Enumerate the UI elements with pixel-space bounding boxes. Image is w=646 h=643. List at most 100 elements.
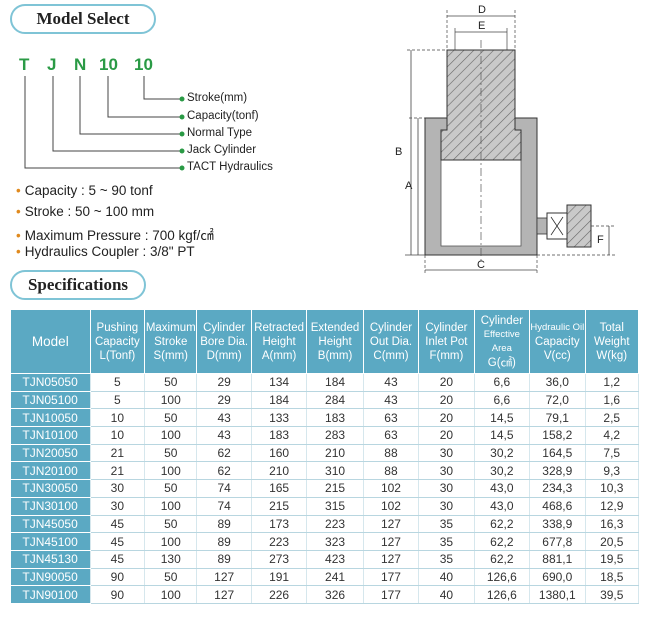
table-cell: 1,6: [585, 391, 639, 410]
table-cell: 29: [196, 373, 252, 392]
table-cell: 100: [144, 497, 198, 516]
table-cell: 74: [196, 497, 252, 516]
table-cell: 62: [196, 461, 252, 481]
column-header-line: D(mm): [206, 349, 242, 362]
table-cell: 19,5: [585, 550, 639, 569]
label-capacity: Capacity(tonf): [187, 110, 259, 122]
table-cell: 127: [196, 568, 252, 587]
table-cell: 20: [418, 391, 475, 410]
table-cell: 20: [418, 373, 475, 392]
dim-label-d: D: [478, 4, 486, 16]
column-header: Model: [10, 309, 91, 374]
table-cell: 74: [196, 479, 252, 498]
table-cell: 310: [306, 461, 364, 481]
table-cell: 100: [144, 585, 198, 604]
model-cell: TJN45050: [10, 515, 91, 534]
table-cell: 1380,1: [529, 585, 586, 604]
model-cell: TJN90050: [10, 568, 91, 587]
dim-label-c: C: [477, 259, 485, 271]
table-cell: 6,6: [474, 391, 531, 410]
model-cell: TJN20050: [10, 444, 91, 463]
model-cell: TJN90100: [10, 585, 91, 604]
column-header-line: V(cc): [543, 349, 571, 362]
table-cell: 160: [251, 444, 308, 463]
table-cell: 223: [251, 532, 308, 551]
table-cell: 30: [418, 444, 475, 463]
table-cell: 102: [363, 497, 420, 516]
column-header-line: B(mm): [317, 349, 353, 362]
table-cell: 177: [363, 568, 420, 587]
table-cell: 43: [363, 373, 420, 392]
table-cell: 283: [306, 426, 364, 445]
model-select-title: Model Select: [10, 4, 156, 34]
model-cell: TJN45130: [10, 550, 91, 569]
table-cell: 50: [144, 568, 198, 587]
model-cell: TJN45100: [10, 532, 91, 551]
column-header-line: Cylinder: [203, 321, 246, 334]
table-cell: 16,3: [585, 515, 639, 534]
dim-label-e: E: [478, 20, 485, 32]
table-cell: 234,3: [529, 479, 586, 498]
table-cell: 30: [418, 497, 475, 516]
feature-pressure-text: Maximum Pressure : 700 kgf/㎠: [24, 228, 214, 243]
code-letter-t: T: [19, 55, 30, 74]
label-stroke: Stroke(mm): [187, 92, 248, 104]
table-cell: 9,3: [585, 461, 639, 481]
column-header-line: Out Dia.: [369, 335, 413, 348]
feature-coupler: •Hydraulics Coupler : 3/8" PT: [16, 244, 195, 259]
table-cell: 50: [144, 444, 198, 463]
table-cell: 12,9: [585, 497, 639, 516]
table-cell: 90: [90, 585, 146, 604]
table-cell: 43: [196, 408, 252, 428]
table-cell: 100: [144, 461, 198, 481]
table-cell: 35: [418, 550, 475, 569]
table-cell: 158,2: [529, 426, 586, 445]
table-cell: 677,8: [529, 532, 586, 551]
table-cell: 6,6: [474, 373, 531, 392]
table-cell: 20,5: [585, 532, 639, 551]
table-cell: 39,5: [585, 585, 639, 604]
table-cell: 30,2: [474, 461, 531, 481]
model-cell: TJN10050: [10, 408, 91, 428]
table-cell: 50: [144, 479, 198, 498]
table-cell: 127: [196, 585, 252, 604]
table-cell: 45: [90, 550, 146, 569]
table-cell: 326: [306, 585, 364, 604]
table-cell: 89: [196, 550, 252, 569]
table-cell: 30: [90, 497, 146, 516]
table-cell: 10,3: [585, 479, 639, 498]
table-cell: 62: [196, 444, 252, 463]
table-cell: 130: [144, 550, 198, 569]
table-cell: 210: [306, 444, 364, 463]
table-cell: 1,2: [585, 373, 639, 392]
column-header-line: Stroke: [154, 335, 188, 348]
table-cell: 20: [418, 426, 475, 445]
table-cell: 50: [144, 373, 198, 392]
column-header-line: Capacity: [534, 335, 580, 348]
table-cell: 2,5: [585, 408, 639, 428]
table-cell: 14,5: [474, 408, 531, 428]
table-cell: 134: [251, 373, 308, 392]
model-cell: TJN05050: [10, 373, 91, 392]
table-cell: 89: [196, 532, 252, 551]
model-cell: TJN30100: [10, 497, 91, 516]
table-cell: 7,5: [585, 444, 639, 463]
table-cell: 183: [306, 408, 364, 428]
model-cell: TJN10100: [10, 426, 91, 445]
feature-capacity-text: Capacity : 5 ~ 90 tonf: [24, 183, 153, 198]
table-cell: 184: [251, 391, 308, 410]
table-cell: 127: [363, 515, 420, 534]
table-cell: 690,0: [529, 568, 586, 587]
